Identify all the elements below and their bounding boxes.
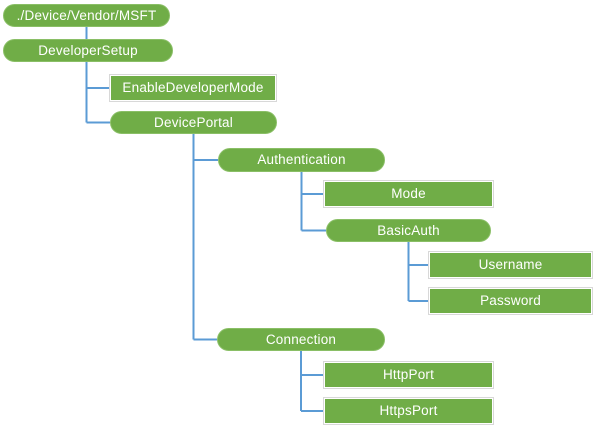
node-mode: Mode [325,182,492,206]
node-username: Username [430,253,591,277]
node-https-port: HttpsPort [325,399,492,423]
node-http-port: HttpPort [325,363,492,387]
node-device-portal: DevicePortal [110,111,277,134]
node-developer-setup: DeveloperSetup [3,39,173,62]
connector-connection-children [300,351,325,412]
connector-deviceportal-children [192,134,218,341]
node-enable-developer-mode: EnableDeveloperMode [111,76,275,100]
connector-auth-children [300,172,326,232]
node-authentication: Authentication [218,148,385,172]
node-connection: Connection [217,328,385,351]
connector-basicauth-children [407,242,430,302]
node-password: Password [430,289,591,313]
node-basic-auth: BasicAuth [326,219,491,242]
node-device-vendor-msft: ./Device/Vendor/MSFT [3,4,170,27]
connector-devsetup-children [85,62,111,124]
